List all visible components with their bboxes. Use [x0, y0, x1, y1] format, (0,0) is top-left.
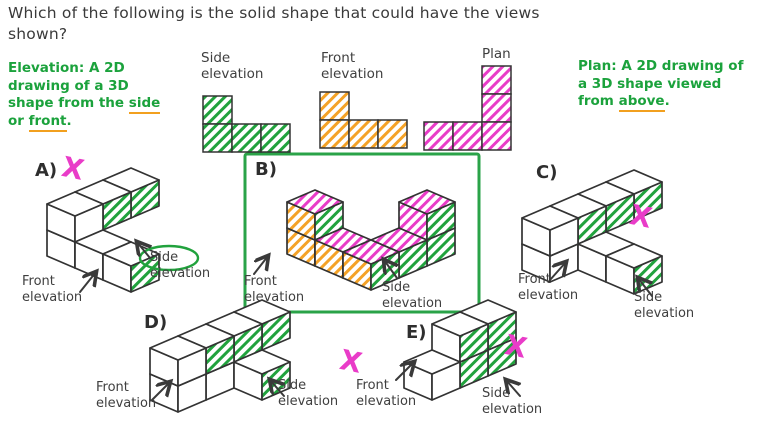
- view-cell: [260, 123, 291, 153]
- view-cell: [319, 91, 350, 121]
- view-cell: [452, 121, 483, 151]
- arrow-a-side-icon: [137, 242, 150, 259]
- option-e-side-label: Side elevation: [482, 386, 543, 417]
- view-cell: [231, 123, 262, 153]
- view-cell: [377, 119, 408, 149]
- arrow-d-side-icon: [270, 380, 284, 397]
- option-d-solid: [149, 299, 291, 413]
- correct-answer-box: [243, 152, 481, 314]
- note-elevation-underlined-front: front: [28, 112, 67, 132]
- option-b-solid: [286, 189, 456, 291]
- arrows: [79, 242, 653, 401]
- arrow-d-front-icon: [151, 382, 170, 401]
- arrow-e-side-icon: [506, 380, 520, 397]
- note-elevation-text: Elevation: A 2D drawing of a 3D shape fr…: [8, 60, 129, 112]
- arrow-e-front-icon: [395, 362, 414, 381]
- cube-face-top: [286, 189, 344, 215]
- option-c-front-label: Front elevation: [518, 272, 579, 303]
- view-cell: [481, 65, 512, 95]
- arrow-b-side-icon: [384, 260, 397, 279]
- option-d-letter: D): [144, 312, 168, 333]
- option-e-front-label: Front elevation: [356, 378, 417, 409]
- cube-face-top: [149, 335, 207, 361]
- note-elevation-period: .: [66, 112, 72, 129]
- cube-face-top: [431, 311, 489, 337]
- cube-face-top: [605, 243, 663, 269]
- view-cell: [202, 95, 233, 125]
- cube-face-top: [233, 349, 291, 375]
- note-plan-definition: Plan: A 2D drawing of a 3D shape viewed …: [578, 58, 756, 113]
- cube-face-top: [521, 205, 579, 231]
- option-e-solid: [403, 299, 517, 401]
- view-cell: [202, 123, 233, 153]
- note-elevation-or: or: [8, 112, 29, 129]
- side-elevation-view-label: Side elevation: [201, 50, 264, 83]
- option-b-letter: B): [255, 159, 277, 180]
- plan-view-label: Plan: [482, 46, 511, 62]
- front-elevation-view-label: Front elevation: [321, 50, 384, 83]
- option-c-letter: C): [536, 162, 558, 183]
- plan-view-grid: [423, 65, 512, 151]
- front-elevation-view-grid: [319, 91, 408, 149]
- side-elevation-view-grid: [202, 95, 291, 153]
- side-circle-highlight: [138, 244, 200, 272]
- view-cell: [319, 119, 350, 149]
- option-a-solid: [46, 167, 160, 293]
- view-cell: [348, 119, 379, 149]
- arrow-c-front-icon: [549, 262, 566, 281]
- note-plan-period: .: [664, 93, 670, 110]
- arrow-c-side-icon: [638, 278, 653, 297]
- arrow-a-front-icon: [79, 272, 96, 293]
- note-plan-underlined-above: above: [618, 93, 665, 113]
- option-d-front-label: Front elevation: [96, 380, 157, 411]
- note-plan-text: Plan: A 2D drawing of a 3D shape viewed …: [578, 58, 744, 110]
- option-d-side-label: Side elevation: [278, 378, 339, 409]
- view-cell: [481, 93, 512, 123]
- option-a-side-label: Side elevation: [150, 250, 211, 281]
- option-c-side-label: Side elevation: [634, 290, 695, 321]
- view-cell: [423, 121, 454, 151]
- option-b-side-label: Side elevation: [382, 280, 443, 311]
- cube-face-top: [398, 189, 456, 215]
- view-cell: [481, 121, 512, 151]
- option-a-front-label: Front elevation: [22, 274, 83, 305]
- note-elevation-definition: Elevation: A 2D drawing of a 3D shape fr…: [8, 60, 178, 132]
- cube-face-top: [46, 191, 104, 217]
- note-elevation-underlined-side: side: [128, 95, 161, 115]
- arrow-b-front-icon: [253, 256, 268, 275]
- option-e-letter: E): [406, 322, 427, 343]
- option-b-front-label: Front elevation: [244, 274, 305, 305]
- option-a-letter: A): [35, 160, 58, 181]
- question-title: Which of the following is the solid shap…: [8, 4, 540, 43]
